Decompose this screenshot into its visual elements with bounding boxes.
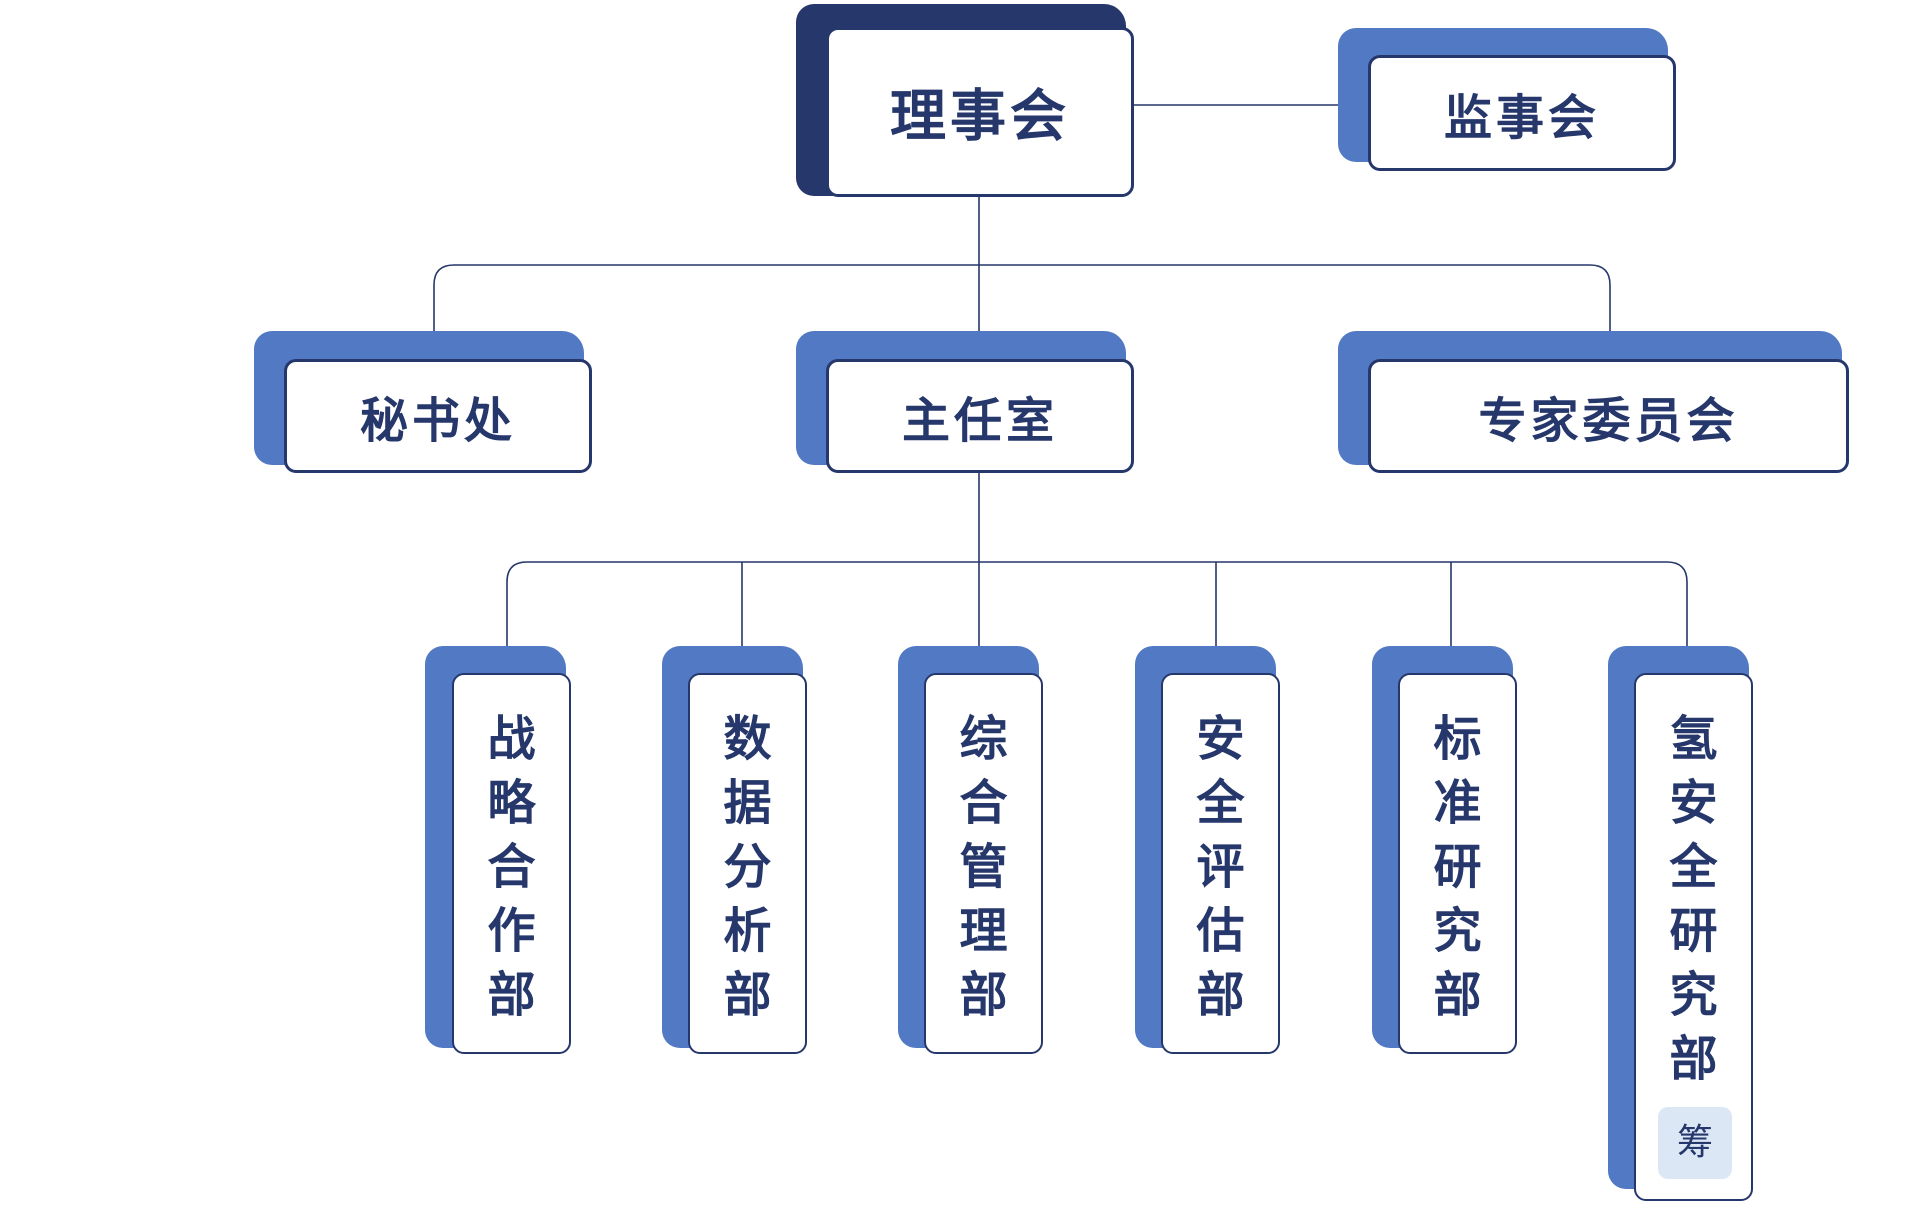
- department-node-label: 数据分析部: [723, 711, 772, 1023]
- department-node-box: 安全评估部: [1161, 673, 1280, 1054]
- preparatory-badge: 筹: [1658, 1107, 1732, 1179]
- department-node-box: 数据分析部: [688, 673, 807, 1054]
- middle-bus-line: [433, 264, 1611, 331]
- supervisory-board-node-label: 监事会: [1443, 90, 1600, 146]
- department-node-label: 氢安全研究部: [1669, 711, 1718, 1087]
- expert-committee-node-label: 专家委员会: [1478, 393, 1739, 449]
- department-node-box: 综合管理部: [924, 673, 1043, 1054]
- council-node-box: 理事会: [826, 27, 1134, 197]
- department-node-label: 标准研究部: [1433, 711, 1482, 1023]
- secretariat-node-box: 秘书处: [284, 359, 592, 473]
- director-office-node-box: 主任室: [826, 359, 1134, 473]
- department-node-label: 综合管理部: [959, 711, 1008, 1023]
- department-node-box: 战略合作部: [452, 673, 571, 1054]
- department-node-label: 安全评估部: [1196, 711, 1245, 1023]
- expert-committee-node-box: 专家委员会: [1368, 359, 1849, 473]
- secretariat-node-label: 秘书处: [359, 393, 516, 449]
- department-node-box: 氢安全研究部筹: [1634, 673, 1753, 1201]
- department-bus-line: [506, 561, 1688, 646]
- director-office-node-label: 主任室: [901, 393, 1058, 449]
- council-node-label: 理事会: [890, 84, 1070, 150]
- supervisory-board-node-box: 监事会: [1368, 55, 1676, 171]
- department-node-box: 标准研究部: [1398, 673, 1517, 1054]
- department-node-label: 战略合作部: [487, 711, 536, 1023]
